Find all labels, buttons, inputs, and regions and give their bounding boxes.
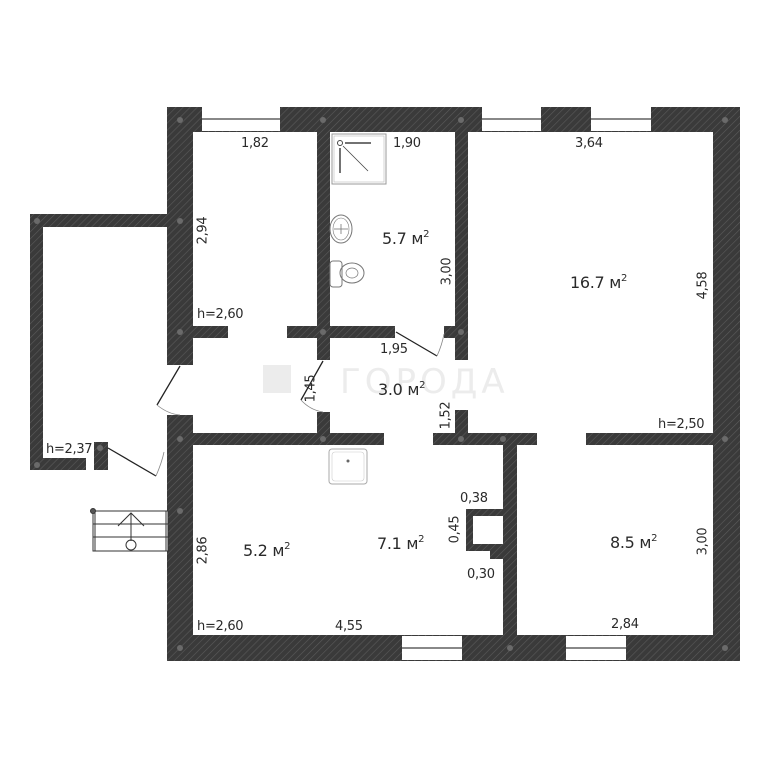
dim-label: 3,00 — [695, 527, 711, 556]
doors — [107, 331, 445, 477]
porch-walls — [30, 214, 176, 470]
shower-icon — [331, 133, 387, 185]
wall-nodes — [34, 117, 728, 651]
dim-label: 2,86 — [195, 536, 211, 565]
room-area-bedroom: 8.5 м2 — [610, 533, 658, 552]
room-area-kitchen: 7.1 м2 — [377, 534, 425, 553]
kitchen-sink-icon — [328, 448, 368, 485]
stairs-icon — [90, 508, 169, 552]
toilet-icon — [329, 260, 365, 288]
dim-label: 2,84 — [611, 617, 639, 632]
dim-label: 3,64 — [575, 136, 603, 151]
dim-label: 1,95 — [380, 342, 408, 357]
dim-label: 0,38 — [460, 491, 488, 506]
watermark-logo — [263, 365, 291, 393]
dim-label: 3,00 — [439, 257, 455, 286]
height-label: h=2,50 — [658, 417, 705, 432]
dim-label: 0,30 — [467, 567, 495, 582]
room-area-left: 5.2 м2 — [243, 541, 291, 560]
height-label: h=2,60 — [197, 307, 244, 322]
watermark: ГОРОДА — [340, 362, 509, 402]
dim-label: 0,45 — [447, 515, 463, 544]
washbasin-icon — [329, 214, 353, 244]
dim-label: 1,90 — [393, 136, 421, 151]
room-area-hallway: 3.0 м2 — [378, 380, 426, 399]
dim-label: 1,45 — [303, 374, 319, 403]
interior-walls — [190, 130, 716, 635]
room-area-living: 16.7 м2 — [570, 273, 628, 292]
dim-label: 4,55 — [335, 619, 363, 634]
dim-label: 4,58 — [695, 271, 711, 300]
height-label: h=2,37 — [46, 442, 93, 457]
room-area-bathroom: 5.7 м2 — [382, 229, 430, 248]
height-label: h=2,60 — [197, 619, 244, 634]
dim-label: 2,94 — [195, 216, 211, 245]
windows — [202, 107, 651, 660]
dim-label: 1,82 — [241, 136, 269, 151]
dim-label: 1,52 — [438, 401, 454, 430]
